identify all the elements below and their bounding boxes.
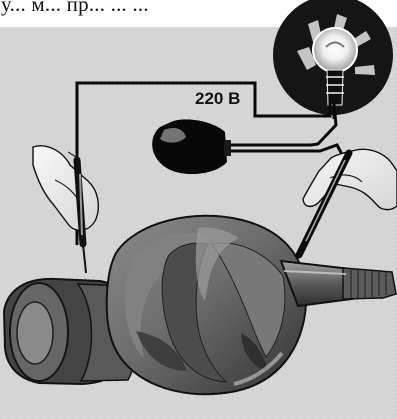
lamp-base (327, 70, 343, 105)
voltage-label: 220 B (195, 89, 240, 108)
slip-ring-face (17, 302, 53, 364)
lamp-bulb (313, 28, 357, 72)
plug-cable-boot (224, 140, 231, 156)
